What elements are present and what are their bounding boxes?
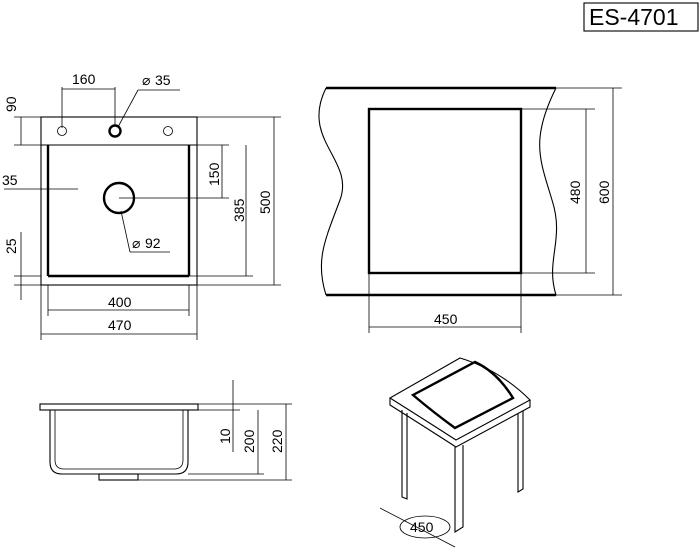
dim-rim: 10 — [217, 428, 233, 444]
dim-bowl-inner: 385 — [231, 198, 247, 222]
dim-total-width: 470 — [108, 317, 132, 333]
side-view: 10 200 220 — [39, 380, 292, 481]
cabinet-view: 450 — [379, 357, 531, 548]
model-title: ES-4701 — [589, 4, 679, 30]
sink-rim — [39, 403, 199, 411]
sink-outline — [40, 116, 198, 286]
dim-cabinet-width: 450 — [410, 519, 434, 535]
dim-side-35: 35 — [2, 172, 18, 188]
dim-drain-hole: 92 — [145, 235, 161, 251]
title-block: ES-4701 — [583, 2, 699, 32]
dia-symbol-35: ⌀ — [142, 72, 151, 88]
cabinet-top-edge — [389, 398, 531, 448]
dim-total-height: 220 — [269, 429, 285, 453]
cutout-rect — [367, 107, 523, 275]
dim-bowl-depth: 200 — [241, 429, 257, 453]
dim-drain-offset: 150 — [206, 162, 222, 186]
dim-faucet-offset: 160 — [72, 71, 96, 87]
cutout-view: 480 600 450 — [318, 86, 622, 333]
dim-cutout-height: 480 — [567, 180, 583, 204]
break-line-left — [318, 87, 344, 296]
title-frame — [583, 2, 699, 32]
cabinet-top-opening — [410, 360, 515, 430]
faucet-hole — [108, 124, 122, 138]
cabinet-front-panel — [454, 445, 464, 533]
bowl-outer — [49, 410, 189, 475]
dim-top-deck: 90 — [3, 96, 19, 112]
cabinet-width-callout — [399, 515, 451, 539]
dim-cutout-width: 450 — [434, 311, 458, 327]
cabinet-left-panel — [401, 410, 408, 500]
bowl-inner — [54, 410, 184, 470]
top-view: 160 ⌀ 35 90 35 25 150 385 500 — [2, 71, 281, 340]
dim-bowl-width: 400 — [108, 294, 132, 310]
drain-outlet — [98, 473, 139, 481]
dim-bottom-edge: 25 — [3, 238, 19, 254]
tap-hole-right — [163, 126, 173, 136]
break-line-right — [539, 87, 558, 296]
dia-symbol-92: ⌀ — [132, 235, 141, 251]
cabinet-right-panel — [517, 411, 524, 493]
dim-cabinet-height: 600 — [596, 180, 612, 204]
dim-total-depth: 500 — [257, 190, 273, 214]
dim-faucet-hole: 35 — [155, 72, 171, 88]
